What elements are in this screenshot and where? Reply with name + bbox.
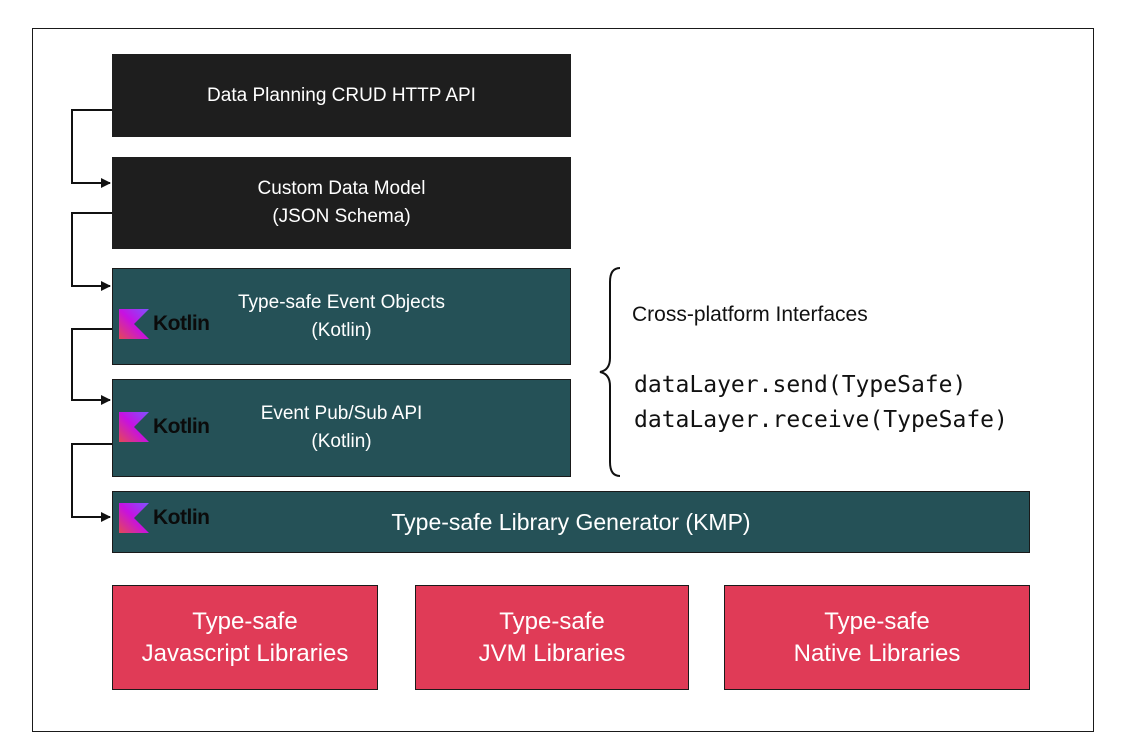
kotlin-logo-icon bbox=[119, 309, 149, 339]
library-sublabel: Javascript Libraries bbox=[141, 639, 349, 667]
kotlin-badge-text: Kotlin bbox=[153, 415, 210, 438]
library-label: Type-safe bbox=[824, 607, 930, 635]
layer-sublabel: (Kotlin) bbox=[311, 319, 372, 341]
code-receive: dataLayer.receive(TypeSafe) bbox=[634, 407, 1008, 433]
interfaces-title: Cross-platform Interfaces bbox=[632, 303, 868, 326]
kotlin-logo-icon bbox=[119, 412, 149, 442]
layer-label: Custom Data Model bbox=[257, 178, 426, 199]
layer-data-model: Custom Data Model (JSON Schema) bbox=[112, 157, 571, 249]
layer-sublabel: (JSON Schema) bbox=[272, 206, 411, 227]
layer-pubsub-api: Kotlin Event Pub/Sub API (Kotlin) bbox=[112, 379, 571, 477]
layer-label: Data Planning CRUD HTTP API bbox=[207, 84, 476, 106]
kotlin-badge: Kotlin bbox=[119, 503, 210, 533]
code-send: dataLayer.send(TypeSafe) bbox=[634, 372, 967, 398]
kotlin-logo-icon bbox=[119, 503, 149, 533]
layer-label: Type-safe Library Generator (KMP) bbox=[391, 509, 751, 535]
layer-label: Type-safe Event Objects bbox=[238, 291, 445, 313]
layer-sublabel: (Kotlin) bbox=[311, 431, 372, 452]
kotlin-badge: Kotlin bbox=[119, 412, 210, 442]
layer-library-generator: Kotlin Type-safe Library Generator (KMP) bbox=[112, 491, 1030, 553]
library-label: Type-safe bbox=[192, 607, 298, 635]
library-javascript: Type-safe Javascript Libraries bbox=[112, 585, 378, 690]
layer-label: Event Pub/Sub API bbox=[260, 403, 423, 424]
kotlin-badge: Kotlin bbox=[119, 309, 210, 339]
kotlin-badge-text: Kotlin bbox=[153, 506, 210, 529]
library-jvm: Type-safe JVM Libraries bbox=[415, 585, 689, 690]
library-sublabel: Native Libraries bbox=[793, 639, 961, 667]
kotlin-badge-text: Kotlin bbox=[153, 312, 210, 335]
library-label: Type-safe bbox=[499, 607, 605, 635]
layer-crud-api: Data Planning CRUD HTTP API bbox=[112, 54, 571, 137]
library-sublabel: JVM Libraries bbox=[478, 639, 626, 667]
library-native: Type-safe Native Libraries bbox=[724, 585, 1030, 690]
layer-event-objects: Kotlin Type-safe Event Objects (Kotlin) bbox=[112, 268, 571, 365]
